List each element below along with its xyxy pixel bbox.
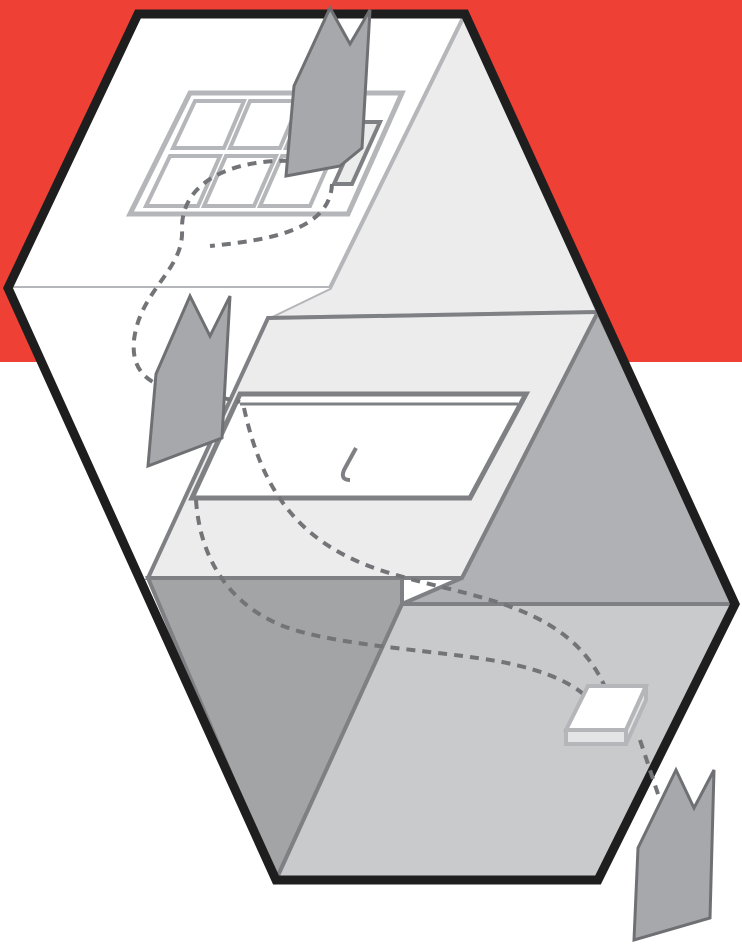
down-arrow-icon xyxy=(634,770,714,940)
window-opening xyxy=(192,394,526,498)
battery-side xyxy=(566,730,626,744)
